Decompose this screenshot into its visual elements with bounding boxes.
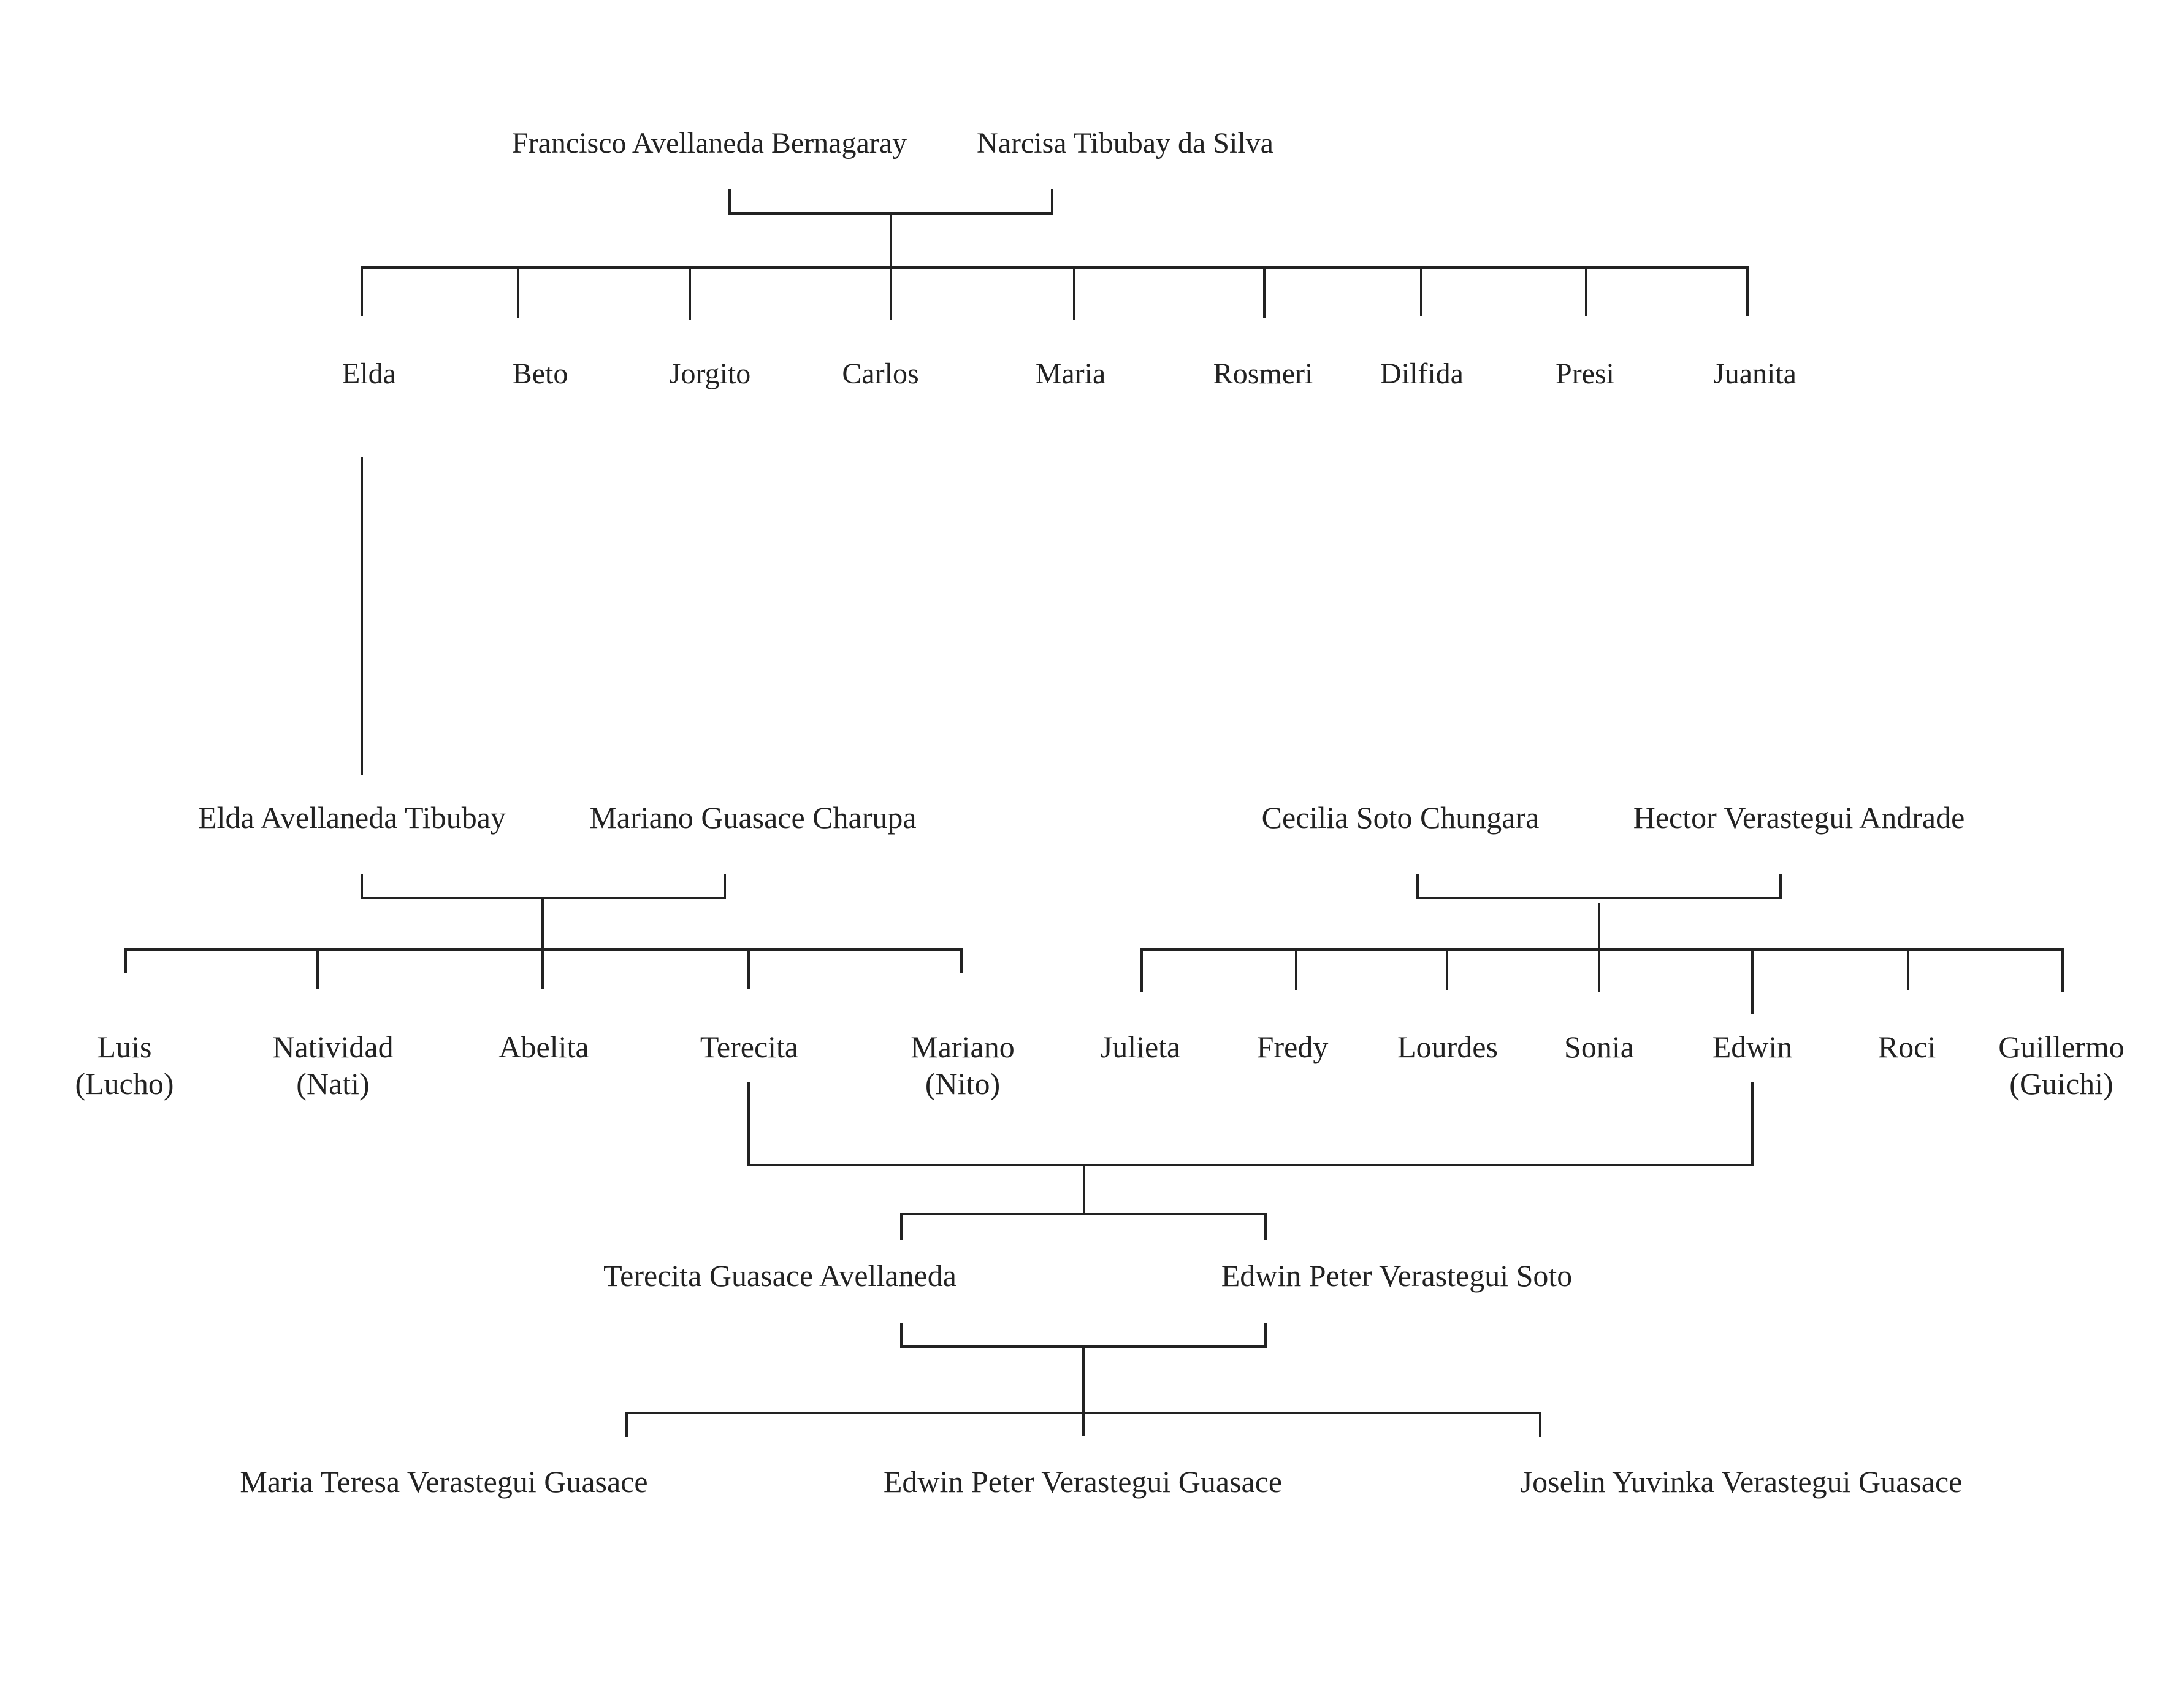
couple-bracket xyxy=(728,189,1053,215)
person-partner: Mariano Guasace Charupa xyxy=(589,800,917,835)
person-child: Natividad (Nati) xyxy=(272,1028,393,1102)
person-child: Julieta xyxy=(1100,1030,1181,1064)
person-child: Dilfida xyxy=(1380,358,1464,390)
person-partner: Cecilia Soto Chungara xyxy=(1261,800,1540,835)
person-partner: Hector Verastegui Andrade xyxy=(1633,800,1965,835)
couple-bracket xyxy=(1416,874,1782,899)
person-child: Carlos xyxy=(842,358,919,390)
union-line xyxy=(747,1082,1754,1166)
person-child: Juanita xyxy=(1713,358,1796,390)
person-child: Edwin Peter Verastegui Guasace xyxy=(883,1464,1283,1499)
person-founder-father: Francisco Avellaneda Bernagaray xyxy=(511,127,907,159)
child-nickname: (Lucho) xyxy=(75,1066,174,1101)
child-name: Guillermo xyxy=(1998,1030,2125,1064)
person-child: Sonia xyxy=(1564,1030,1634,1064)
couple-bracket xyxy=(900,1323,1267,1348)
couple-bracket xyxy=(900,1213,1267,1240)
child-name: Natividad xyxy=(272,1030,394,1064)
person-child: Maria Teresa Verastegui Guasace xyxy=(240,1464,648,1499)
child-nickname: (Nito) xyxy=(925,1066,1001,1101)
person-child: Mariano (Nito) xyxy=(911,1028,1014,1102)
person-child: Guillermo (Guichi) xyxy=(1998,1028,2125,1102)
child-nickname: (Guichi) xyxy=(2009,1066,2113,1101)
person-child: Elda xyxy=(342,358,396,390)
person-child: Beto xyxy=(512,358,568,390)
child-nickname: (Nati) xyxy=(296,1066,370,1101)
person-partner: Edwin Peter Verastegui Soto xyxy=(1221,1258,1573,1293)
person-child: Abelita xyxy=(498,1030,589,1064)
person-child: Terecita xyxy=(700,1030,799,1064)
couple-bracket xyxy=(361,874,726,899)
person-child: Edwin xyxy=(1712,1030,1793,1064)
person-founder-mother: Narcisa Tibubay da Silva xyxy=(977,127,1273,159)
person-child: Fredy xyxy=(1256,1030,1329,1064)
person-child: Joselin Yuvinka Verastegui Guasace xyxy=(1520,1464,1963,1499)
person-child: Lourdes xyxy=(1397,1030,1498,1064)
person-partner: Elda Avellaneda Tibubay xyxy=(198,800,506,835)
person-partner: Terecita Guasace Avellaneda xyxy=(603,1258,956,1293)
person-child: Rosmeri xyxy=(1213,358,1313,390)
person-child: Roci xyxy=(1877,1030,1936,1064)
person-child: Maria xyxy=(1035,358,1106,390)
child-name: Luis xyxy=(97,1030,152,1064)
person-child: Jorgito xyxy=(669,358,751,390)
person-child: Luis (Lucho) xyxy=(75,1028,174,1102)
person-child: Presi xyxy=(1556,358,1614,390)
child-name: Mariano xyxy=(911,1030,1015,1064)
